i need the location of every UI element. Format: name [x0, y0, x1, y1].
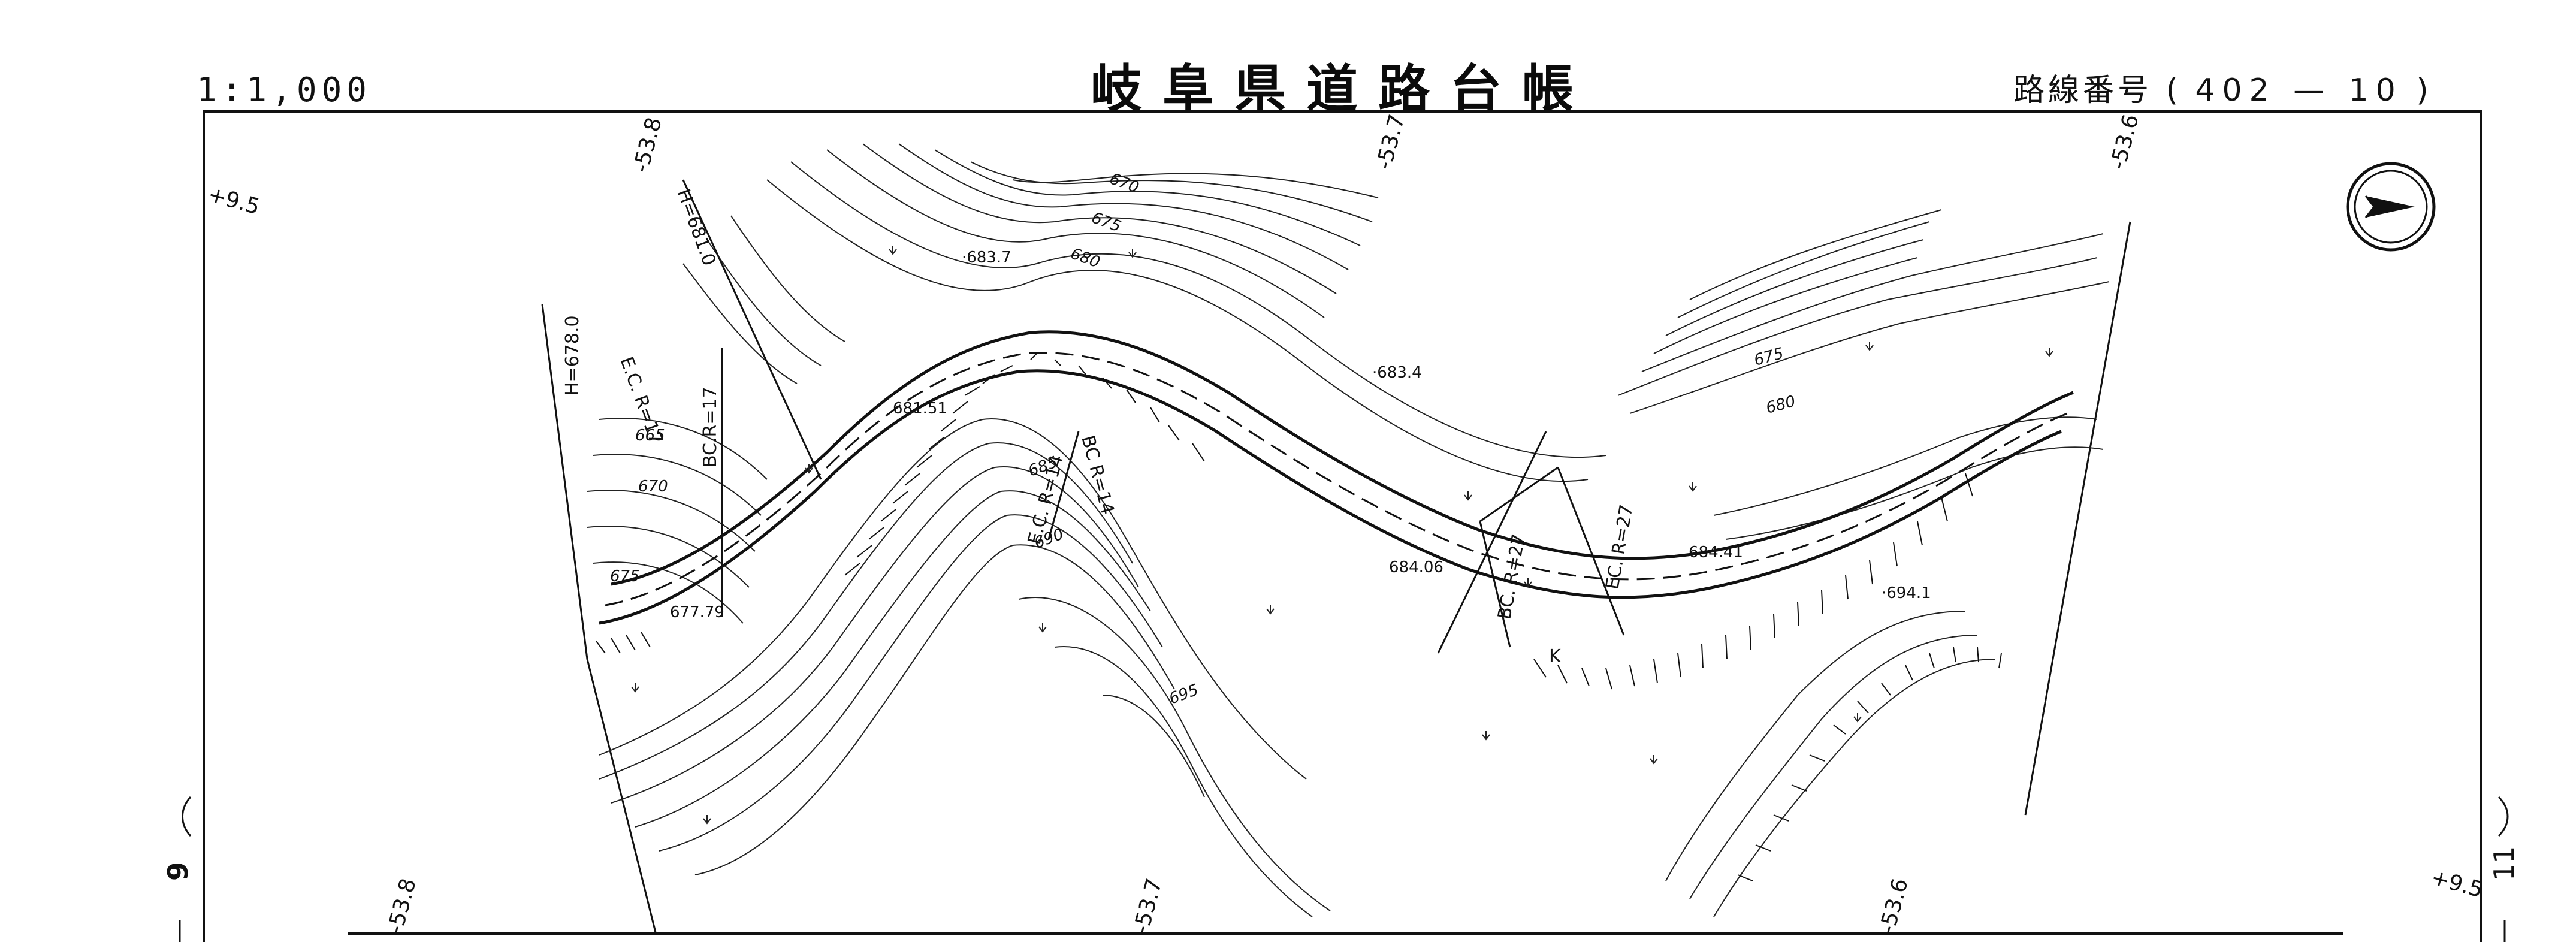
route-number: 402 — 10: [2195, 73, 2403, 108]
elev-694-1: ·694.1: [1882, 584, 1931, 602]
road-alignment: [599, 330, 2074, 625]
right-sheet-number: 11: [2488, 846, 2520, 881]
contour-675: 675: [1089, 209, 1124, 236]
curve-h-681: H=681.0: [672, 186, 720, 269]
elev-683-7: ·683.7: [962, 249, 1011, 267]
contour-680: 680: [1068, 244, 1103, 271]
route-label: 路線番号: [2013, 73, 2153, 108]
elev-677-79: 677.79: [670, 603, 724, 621]
grid-top-1: -53.8: [629, 115, 667, 176]
curve-bc-r17: BC.R=17: [700, 387, 721, 467]
survey-boundary: [541, 221, 2131, 935]
grid-right: +9.5: [2429, 865, 2486, 902]
contour-lines: [587, 143, 2110, 917]
elev-681-51: 681.51: [893, 400, 947, 418]
contour-670: 670: [1107, 170, 1141, 197]
curve-tangents: [682, 179, 1625, 654]
grid-top-2: -53.7: [1372, 112, 1410, 173]
grid-labels: -53.8 -53.7 -53.6 -53.8 -53.7 -53.6 +9.5…: [206, 112, 2486, 937]
contour-labels: 670 675 680 685 690 695 665 670 675 675 …: [610, 170, 1798, 708]
curve-ec-r27: EC. R=27: [1602, 503, 1637, 591]
elev-684-41: 684.41: [1689, 544, 1743, 561]
north-arrow-icon: [2346, 162, 2436, 252]
route-open-paren: (: [2166, 73, 2182, 108]
grid-bottom-1: -53.8: [383, 876, 421, 937]
curve-k: K: [1549, 646, 1562, 667]
scale-label: 1:1,000: [197, 71, 372, 110]
embankment-hatching: [596, 353, 2002, 881]
contour-670-left: 670: [638, 478, 668, 496]
contour-675-right: 675: [1752, 345, 1786, 370]
elev-683-4: ·683.4: [1372, 364, 1422, 382]
grass-symbol-icon: [631, 246, 2053, 825]
elev-684-06: 684.06: [1389, 558, 1443, 576]
map-frame: [203, 110, 2482, 942]
contour-680-right: 680: [1764, 393, 1798, 418]
route-number-label: 路線番号 ( 402 — 10 ): [2013, 65, 2432, 110]
left-sheet-number: 9: [162, 862, 194, 881]
grid-top-3: -53.6: [2106, 112, 2144, 173]
contour-675-left: 675: [610, 567, 640, 585]
margin-marks: 9 11: [162, 796, 2520, 942]
grid-bottom-2: -53.7: [1129, 876, 1167, 937]
route-close-paren: ): [2416, 73, 2432, 108]
curve-bc-r27: BC. R=27: [1494, 532, 1530, 621]
grid-bottom-3: -53.6: [1875, 876, 1913, 937]
grid-left: +9.5: [206, 182, 262, 219]
contour-665-left: 665: [635, 427, 665, 445]
curve-h-678: H=678.0: [562, 315, 583, 395]
elevation-labels: ·683.7 681.51 ·683.4 684.06 684.41 ·694.…: [670, 249, 1931, 621]
map-title: 岐阜県道路台帳: [1091, 59, 1594, 119]
